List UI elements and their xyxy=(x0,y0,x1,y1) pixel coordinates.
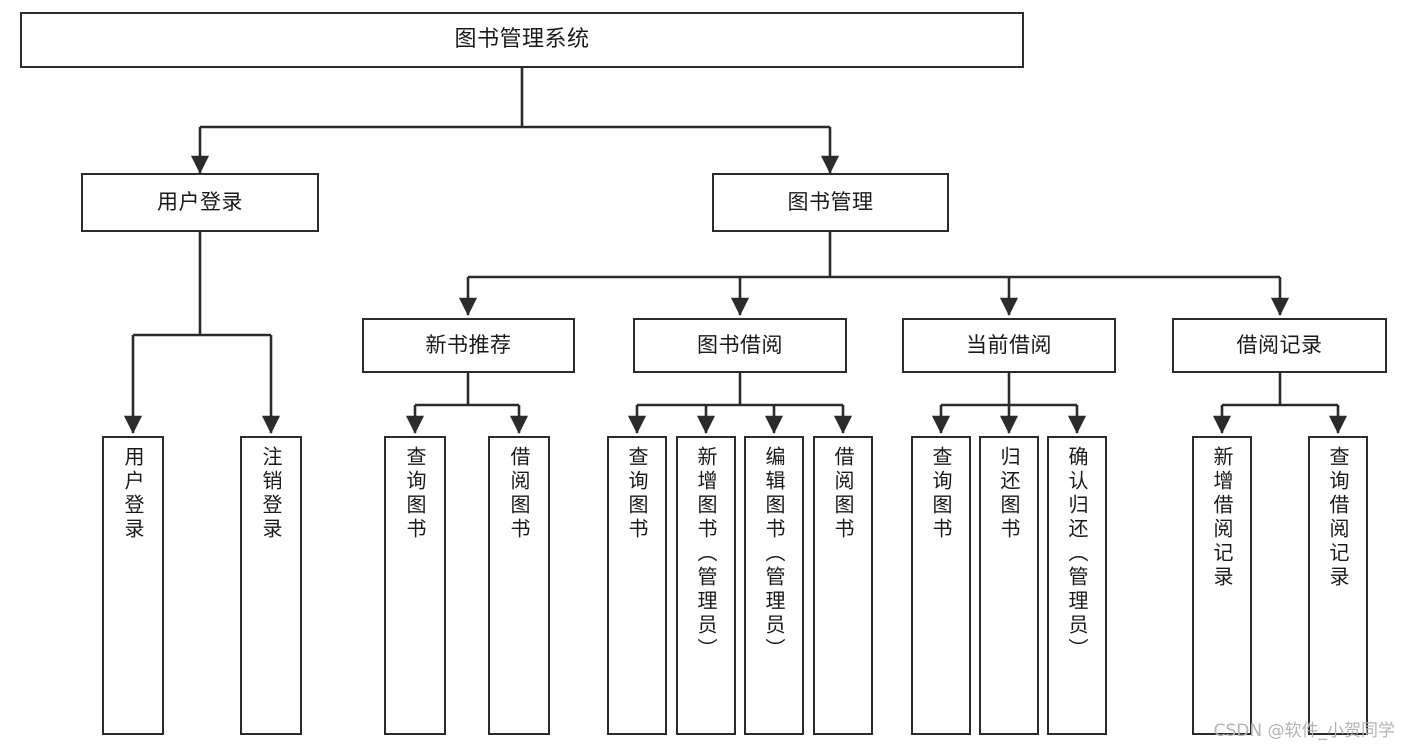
leaf-current-borrow-query-label: 查询图书 xyxy=(929,446,953,542)
node-book-manage[interactable]: 图书管理 xyxy=(712,173,949,232)
leaf-current-borrow-confirm[interactable]: 确认归还（管理员） xyxy=(1047,436,1107,735)
node-book-borrow[interactable]: 图书借阅 xyxy=(633,318,847,373)
leaf-user-login-login-label: 用户登录 xyxy=(121,446,145,542)
leaf-book-borrow-query[interactable]: 查询图书 xyxy=(607,436,667,735)
node-user-login-label: 用户登录 xyxy=(157,190,243,215)
leaf-book-borrow-edit[interactable]: 编辑图书（管理员） xyxy=(744,436,804,735)
node-borrow-record-label: 借阅记录 xyxy=(1236,333,1323,358)
leaf-current-borrow-return-label: 归还图书 xyxy=(997,446,1021,542)
leaf-user-login-logout-label: 注销登录 xyxy=(259,446,283,542)
leaf-user-login-login[interactable]: 用户登录 xyxy=(102,436,164,735)
leaf-current-borrow-confirm-label: 确认归还（管理员） xyxy=(1065,446,1089,662)
leaf-borrow-record-query-label: 查询借阅记录 xyxy=(1326,446,1350,590)
node-current-borrow-label: 当前借阅 xyxy=(966,333,1052,358)
leaf-book-borrow-add-label: 新增图书（管理员） xyxy=(694,446,718,662)
leaf-book-borrow-add[interactable]: 新增图书（管理员） xyxy=(676,436,736,735)
leaf-book-borrow-query-label: 查询图书 xyxy=(625,446,649,542)
leaf-borrow-record-add[interactable]: 新增借阅记录 xyxy=(1192,436,1252,735)
leaf-user-login-logout[interactable]: 注销登录 xyxy=(240,436,302,735)
node-book-borrow-label: 图书借阅 xyxy=(697,333,783,358)
leaf-book-borrow-borrow-label: 借阅图书 xyxy=(831,446,855,542)
leaf-new-book-borrow[interactable]: 借阅图书 xyxy=(488,436,550,735)
leaf-book-borrow-borrow[interactable]: 借阅图书 xyxy=(813,436,873,735)
leaf-borrow-record-query[interactable]: 查询借阅记录 xyxy=(1308,436,1368,735)
node-new-book-recommend[interactable]: 新书推荐 xyxy=(362,318,575,373)
node-root-system-label: 图书管理系统 xyxy=(454,27,590,53)
leaf-current-borrow-query[interactable]: 查询图书 xyxy=(911,436,971,735)
node-new-book-recommend-label: 新书推荐 xyxy=(425,333,512,358)
node-user-login[interactable]: 用户登录 xyxy=(81,173,319,232)
node-book-manage-label: 图书管理 xyxy=(787,190,874,215)
csdn-watermark: CSDN @软件_小贺同学 xyxy=(1213,721,1395,741)
leaf-current-borrow-return[interactable]: 归还图书 xyxy=(979,436,1039,735)
node-current-borrow[interactable]: 当前借阅 xyxy=(902,318,1116,373)
leaf-new-book-query[interactable]: 查询图书 xyxy=(384,436,446,735)
leaf-book-borrow-edit-label: 编辑图书（管理员） xyxy=(762,446,786,662)
leaf-new-book-query-label: 查询图书 xyxy=(403,446,427,542)
node-borrow-record[interactable]: 借阅记录 xyxy=(1172,318,1387,373)
leaf-borrow-record-add-label: 新增借阅记录 xyxy=(1210,446,1234,590)
node-root-system[interactable]: 图书管理系统 xyxy=(20,12,1024,68)
leaf-new-book-borrow-label: 借阅图书 xyxy=(507,446,531,542)
